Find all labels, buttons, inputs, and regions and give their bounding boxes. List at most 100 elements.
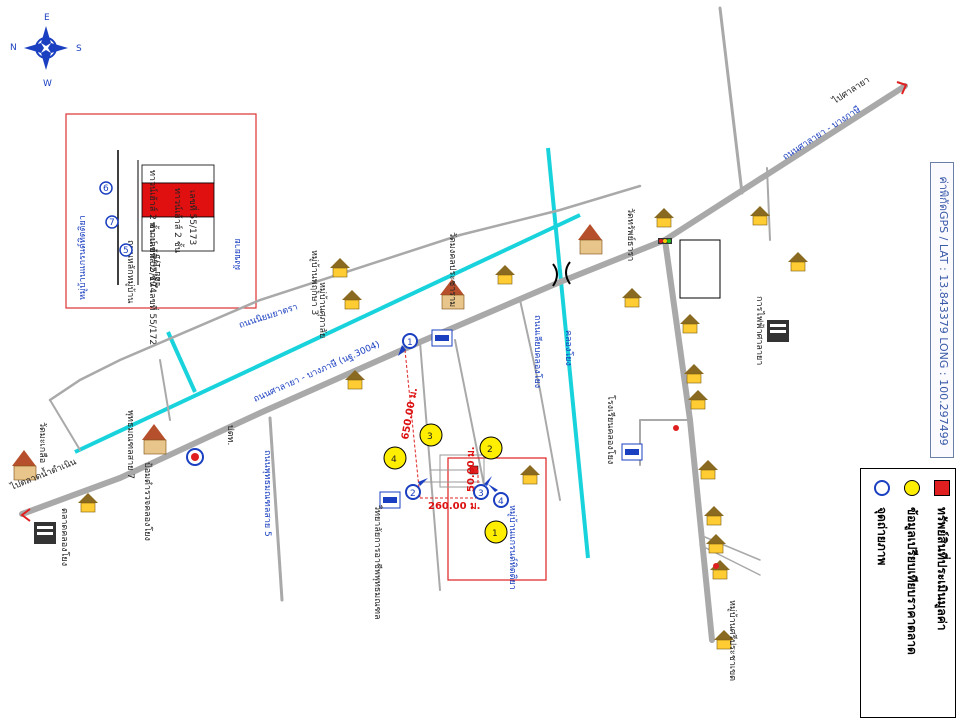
label-temple-center: วัดมงคลประชาราม [447,232,457,307]
inset-marker-5: 5 [119,243,133,257]
house-icon [684,364,704,384]
svg-text:3: 3 [427,432,433,442]
photo-point-1: 1 [398,333,418,356]
label-school-main: วิทยาลัยการอาชีพพุทธมณฑล [372,505,383,620]
svg-text:4: 4 [391,455,397,465]
svg-text:7: 7 [109,218,115,228]
label-to-bang: ไปศาลายา [830,74,872,107]
label-wat-kok: วัดมะเกลือ [37,422,48,463]
label-village-right2: หมู่บ้านศุภาลัย [317,282,328,338]
legend-item-photo: จุดถ่ายภาพ [867,469,897,719]
road-main-label: ถนนศาลายา - บางภาษี (นฐ.3004) [252,339,382,405]
yellow-circle-icon [904,477,920,499]
distance-260: 260.00 ม. [428,501,480,512]
house-icon [78,493,98,513]
traffic-light-icon [658,238,672,244]
inset-map: หมู่บ้านแกรนด์ทิตติยา ซอย 1/5 ถนนหลักหมู… [65,113,257,345]
school-icon [379,491,401,509]
svg-text:3: 3 [478,489,484,499]
label-ptt: ปตท. [225,425,235,445]
bridge-icon [552,261,571,287]
map-legend: ทรัพย์สินที่ประเมินมูลค่า ข้อมูลเปรียบเท… [860,468,956,718]
gps-coordinates: ค่าพิกัดGPS / LAT : 13.843379 LONG : 100… [937,176,950,446]
svg-text:2: 2 [487,445,493,455]
house-icon [704,506,724,526]
inset-plot-2: ทาวน์เฮ้าส์ 2 ชั้น [172,188,185,253]
label-subject: หมู่บ้านแกรนด์ทิตติยา [507,505,519,590]
temple-icon [142,424,167,455]
label-wat-tai: วัดทรัพย์ธารา [625,208,637,261]
road-lower-label: ถนนเลียบคลองโยง [532,315,543,388]
school-icon [621,443,643,461]
photo-pin-icon [874,477,890,499]
distance-50: 50.00 ม. [466,446,477,492]
photo-point-4: 4 [488,484,509,508]
house-icon [330,258,350,278]
building-icon [767,320,789,342]
house-icon [495,265,515,285]
red-square-icon [934,477,950,499]
house-icon [788,252,808,272]
label-village-right1: หมู่บ้านพฤกษา 3 [309,250,320,315]
label-school-right: โรงเรียนคลองโยง [605,395,616,464]
label-market-left: ตลาดคลองโยง [59,508,70,566]
school-icon [431,329,453,347]
house-icon [688,390,708,410]
inset-plot-1: ทาวน์เฮ้าส์ 2 ชั้น เลขที่ 55/174 [147,170,160,293]
comparison-point-2: 2 [479,436,503,460]
label-electric: การไฟฟ้าศาลายา [754,296,765,365]
svg-text:4: 4 [498,497,504,507]
gas-station-icon [186,448,204,466]
inset-village: หมู่บ้านแกรนด์ทิตติยา [76,215,88,300]
comparison-point-4: 4 [383,446,407,470]
comparison-point-3: 3 [419,423,443,447]
photo-point-3: 3 [473,476,492,500]
house-icons [78,206,808,650]
inset-plot-4: ทาวน์เฮ้าส์ 2 ชั้น เลขที่ 55/172 [147,222,160,345]
house-icon [710,560,730,580]
road-side1-label: ถนนพุทธมณฑลสาย 5 [262,450,272,537]
svg-text:5: 5 [123,246,129,256]
label-canal: คลองโยง [563,330,574,366]
compass-w: W [43,79,52,89]
legend-item-comparison: ข้อมูลเปรียบเทียบราคาตลาด [897,469,927,719]
house-icon [622,288,642,308]
label-police: ป้อมตำรวจคลองโยง [142,462,153,541]
compass-n: N [10,43,17,53]
inset-road: ถนนหลักหมู่บ้าน [125,240,136,303]
subject-area: 650.00 ม. 260.00 ม. 50.00 ม. [400,349,547,581]
comparison-point-1: 1 [484,520,508,544]
house-icon [750,206,770,226]
compass-e: E [44,13,50,23]
label-wat-thong: พุทธมณฑลสาย 7 [125,410,135,479]
school-icons [34,239,789,544]
svg-text:6: 6 [103,184,109,194]
inset-note: ผังขยาย [233,239,243,270]
svg-text:2: 2 [410,489,416,499]
temple-icons [12,224,603,481]
svg-text:1: 1 [492,529,498,539]
canals [74,147,590,559]
svg-text:1: 1 [407,338,413,348]
temple-icon [578,224,603,255]
road-upper-label: ถนนศาลายา - บางภาษี [781,104,863,163]
photo-points: 1 2 3 4 [398,333,509,508]
house-icon [706,534,726,554]
inset-plot-3: เลขที่ 55/173 [187,190,200,245]
temple-icon [12,450,37,481]
temple-icon [440,279,465,310]
building-icon [34,522,56,544]
label-prasert: หมู่บ้านศรีประชาเขต [727,600,738,681]
house-icon [520,465,540,485]
compass-s: S [76,44,82,54]
comparison-points: 1 2 3 4 [383,423,508,544]
police-box-icon [679,239,721,299]
gps-coordinates-box: ค่าพิกัดGPS / LAT : 13.843379 LONG : 100… [930,162,954,458]
house-icon [714,630,734,650]
house-icon [680,314,700,334]
inset-marker-7: 7 [105,215,119,229]
inset-marker-6: 6 [99,181,113,195]
house-icon [654,208,674,228]
legend-item-subject: ทรัพย์สินที่ประเมินมูลค่า [927,469,957,719]
